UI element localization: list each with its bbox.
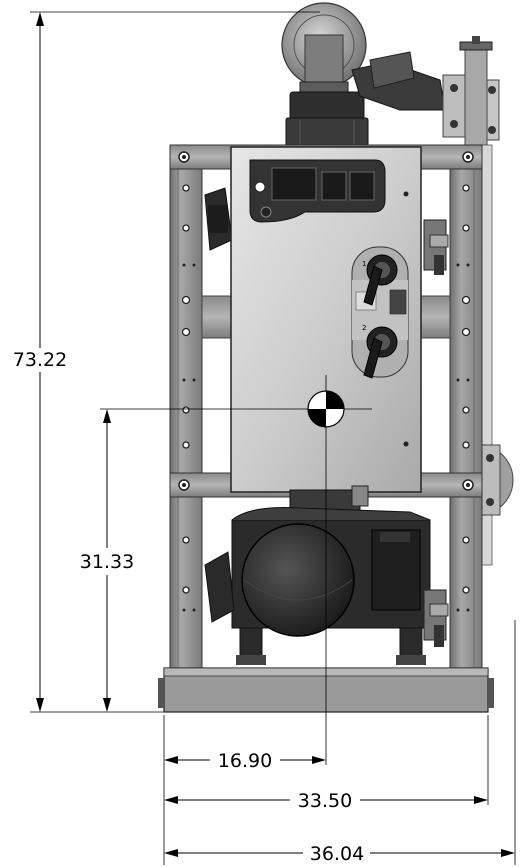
- overall-height-label: 73.22: [13, 349, 67, 371]
- right-lower-valve: [423, 589, 449, 647]
- dimension-frame-width: 33.50: [164, 790, 488, 812]
- overall-width-label: 36.04: [310, 843, 364, 865]
- dimension-lines: 73.22 31.33 16.90 33.50: [13, 11, 516, 865]
- center-height-label: 31.33: [80, 551, 134, 573]
- left-lower-device: [204, 551, 235, 623]
- left-upper-device: [204, 187, 233, 251]
- dimension-overall-height: 73.22: [13, 12, 67, 712]
- dimension-overall-width: 36.04: [164, 843, 515, 865]
- disconnect-switch-2: 2: [362, 324, 398, 379]
- pump-motor: [231, 485, 431, 665]
- switch-2-label: 2: [362, 324, 366, 332]
- dimension-center-width: 16.90: [164, 750, 326, 772]
- disconnect-switch-1: 1: [362, 254, 398, 306]
- frame-width-label: 33.50: [298, 790, 352, 812]
- center-of-gravity-symbol: [100, 375, 372, 462]
- right-lower-flange: [477, 444, 514, 516]
- switch-1-label: 1: [362, 260, 366, 268]
- intake-elbow: [281, 2, 369, 149]
- right-upper-valve: [423, 219, 449, 275]
- discharge-pipe: [351, 36, 500, 146]
- center-width-label: 16.90: [218, 750, 272, 772]
- dimension-center-height: 31.33: [80, 409, 134, 712]
- equipment: 1 2: [100, 2, 514, 713]
